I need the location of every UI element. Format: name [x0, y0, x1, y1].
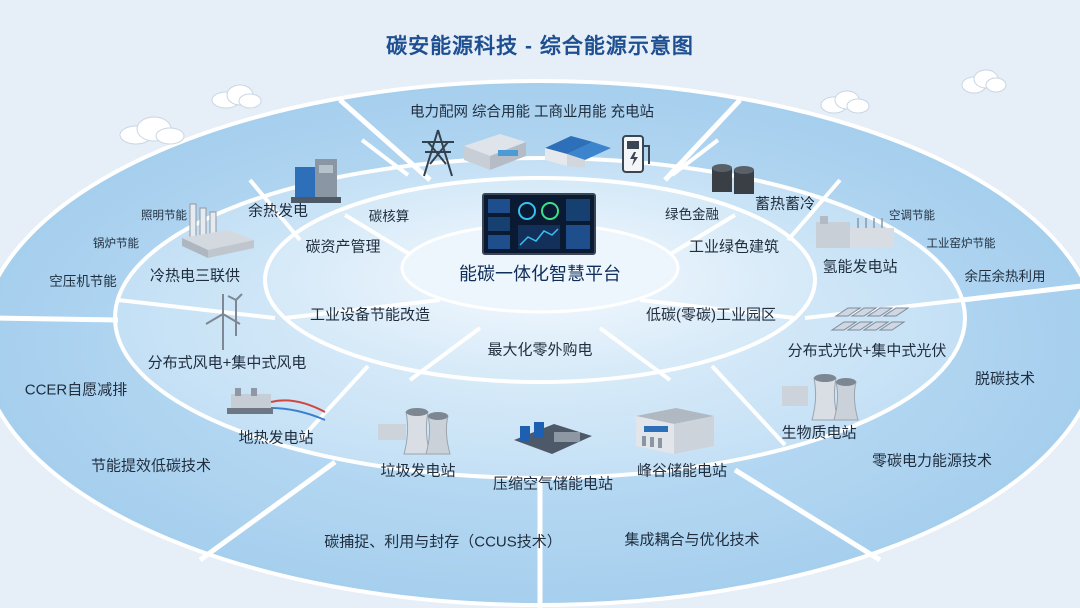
inner-label-zero-purchase: 最大化零外购电 — [487, 341, 593, 359]
inner-label-carbon-accounting: 碳核算 — [368, 209, 410, 224]
outer-label-integration: 集成耦合与优化技术 — [624, 531, 760, 549]
geothermal-plant-icon — [227, 388, 326, 421]
outer-label-decarbonization: 脱碳技术 — [974, 370, 1036, 388]
outer-label-zero-carbon-power: 零碳电力能源技术 — [871, 452, 993, 470]
transmission-tower-icon — [422, 129, 454, 177]
inner-label-low-carbon-park: 低碳(零碳)工业园区 — [646, 306, 776, 324]
inner-label-green-finance: 绿色金融 — [665, 207, 719, 222]
inner-label-green-building: 工业绿色建筑 — [688, 238, 780, 256]
mid-label-compressed-air: 压缩空气储能电站 — [492, 475, 614, 493]
top-band-label: 电力配网 综合用能 工商业用能 充电站 — [409, 104, 655, 121]
boiler-plant-icon — [291, 159, 341, 203]
mid-label-geothermal: 地热发电站 — [238, 429, 314, 447]
mid-label-thermal-storage: 蓄热蓄冷 — [754, 195, 816, 213]
waste-power-tower-icon — [378, 408, 451, 455]
outer-label-residual-pressure: 余压余热利用 — [964, 269, 1046, 284]
dashboard-screen-icon — [482, 193, 596, 255]
charging-station-icon — [622, 135, 650, 173]
outer-label-hvac: 空调节能 — [889, 210, 935, 222]
mid-label-biomass: 生物质电站 — [781, 424, 857, 442]
inner-label-equipment-retrofit: 工业设备节能改造 — [309, 306, 431, 324]
top-band-separators — [360, 138, 720, 177]
cloud-icon — [820, 90, 870, 114]
mid-label-trigeneration: 冷热电三联供 — [149, 267, 241, 285]
chp-plant-icon — [182, 203, 254, 258]
mid-label-wind: 分布式风电+集中式风电 — [147, 354, 307, 372]
outer-label-efficiency-tech: 节能提效低碳技术 — [90, 457, 212, 475]
wind-turbine-icon — [205, 293, 243, 350]
center-platform-label: 能碳一体化智慧平台 — [459, 264, 621, 284]
mid-label-solar: 分布式光伏+集中式光伏 — [787, 342, 947, 360]
outer-label-kiln: 工业窑炉节能 — [926, 238, 996, 250]
mid-label-waste-heat: 余热发电 — [247, 202, 309, 220]
warehouse-icon — [545, 136, 611, 168]
inner-label-carbon-asset: 碳资产管理 — [305, 238, 381, 256]
mid-label-hydrogen: 氢能发电站 — [822, 258, 898, 276]
solar-panel-icon — [830, 307, 910, 331]
outer-label-lighting: 照明节能 — [141, 210, 187, 222]
mid-label-peak-valley: 峰谷储能电站 — [636, 462, 728, 480]
outer-label-air-compressor: 空压机节能 — [49, 274, 117, 289]
storage-tanks-icon — [712, 164, 754, 194]
page-title: 碳安能源科技 - 综合能源示意图 — [386, 35, 694, 58]
outer-label-ccus: 碳捕捉、利用与封存（CCUS技术） — [324, 533, 562, 551]
outer-dividers — [0, 98, 1080, 608]
biomass-cooling-tower-icon — [782, 374, 859, 421]
hydrogen-plant-icon — [816, 216, 894, 248]
compressed-air-storage-icon — [514, 422, 592, 454]
cloud-icon — [211, 84, 262, 109]
cloud-icon — [961, 69, 1007, 94]
outer-label-ccer: CCER自愿减排 — [24, 381, 128, 399]
cloud-icon — [119, 116, 185, 145]
factory-building-icon — [464, 134, 526, 170]
inner-dividers — [284, 213, 796, 382]
peak-valley-storage-icon — [636, 408, 714, 454]
outer-label-boiler: 锅炉节能 — [93, 238, 139, 250]
mid-label-waste-power: 垃圾发电站 — [380, 462, 456, 480]
